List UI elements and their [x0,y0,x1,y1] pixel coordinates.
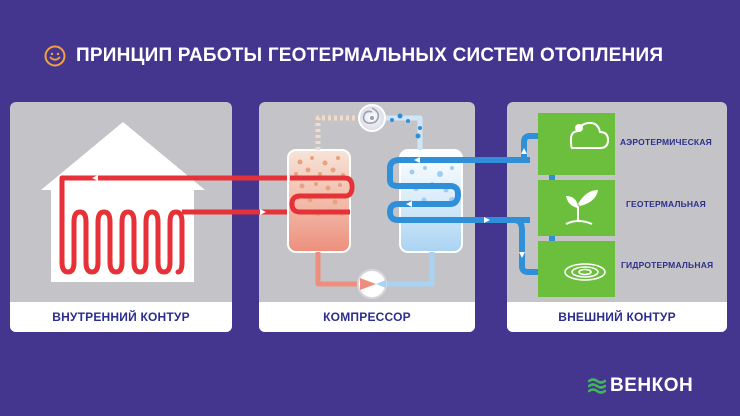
page-title: ПРИНЦИП РАБОТЫ ГЕОТЕРМАЛЬНЫХ СИСТЕМ ОТОП… [76,45,664,66]
brand-wave-icon [588,378,606,394]
brand-name: ВЕНКОН [610,375,694,396]
refrigerant-bubbles [390,113,422,139]
energy-source-tiles [538,113,615,297]
floor-heating-coil [59,175,185,275]
source-label-hydrothermal: ГИДРОТЕРМАЛЬНАЯ [621,260,714,270]
brand-logo: ВЕНКОН [588,375,693,397]
hot-pipe-arrows [92,175,266,215]
title-row: ПРИНЦИП РАБОТЫ ГЕОТЕРМАЛЬНЫХ СИСТЕМ ОТОП… [44,40,663,72]
cold-pipe-arrows [406,157,490,223]
compressor-fan-icon [358,104,386,132]
evaporator-tank [387,149,530,253]
outer-circuit-label: ВНЕШНИЙ КОНТУР [507,302,727,332]
source-label-aerothermal: АЭРОТЕРМИЧЕСКАЯ [620,137,712,147]
expansion-valve-icon [357,269,387,299]
inner-circuit-label: ВНУТРЕННИЙ КОНТУР [10,302,232,332]
sprout-icon [565,190,598,225]
cloud-icon [569,121,610,149]
compressor-label: КОМПРЕССОР [259,302,475,332]
condenser-tank [287,149,355,253]
smiley-icon [44,45,66,67]
source-label-geothermal: ГЕОТЕРМАЛЬНАЯ [626,199,706,209]
refrigerant-piping [315,115,435,287]
water-ripple-icon [564,263,606,281]
